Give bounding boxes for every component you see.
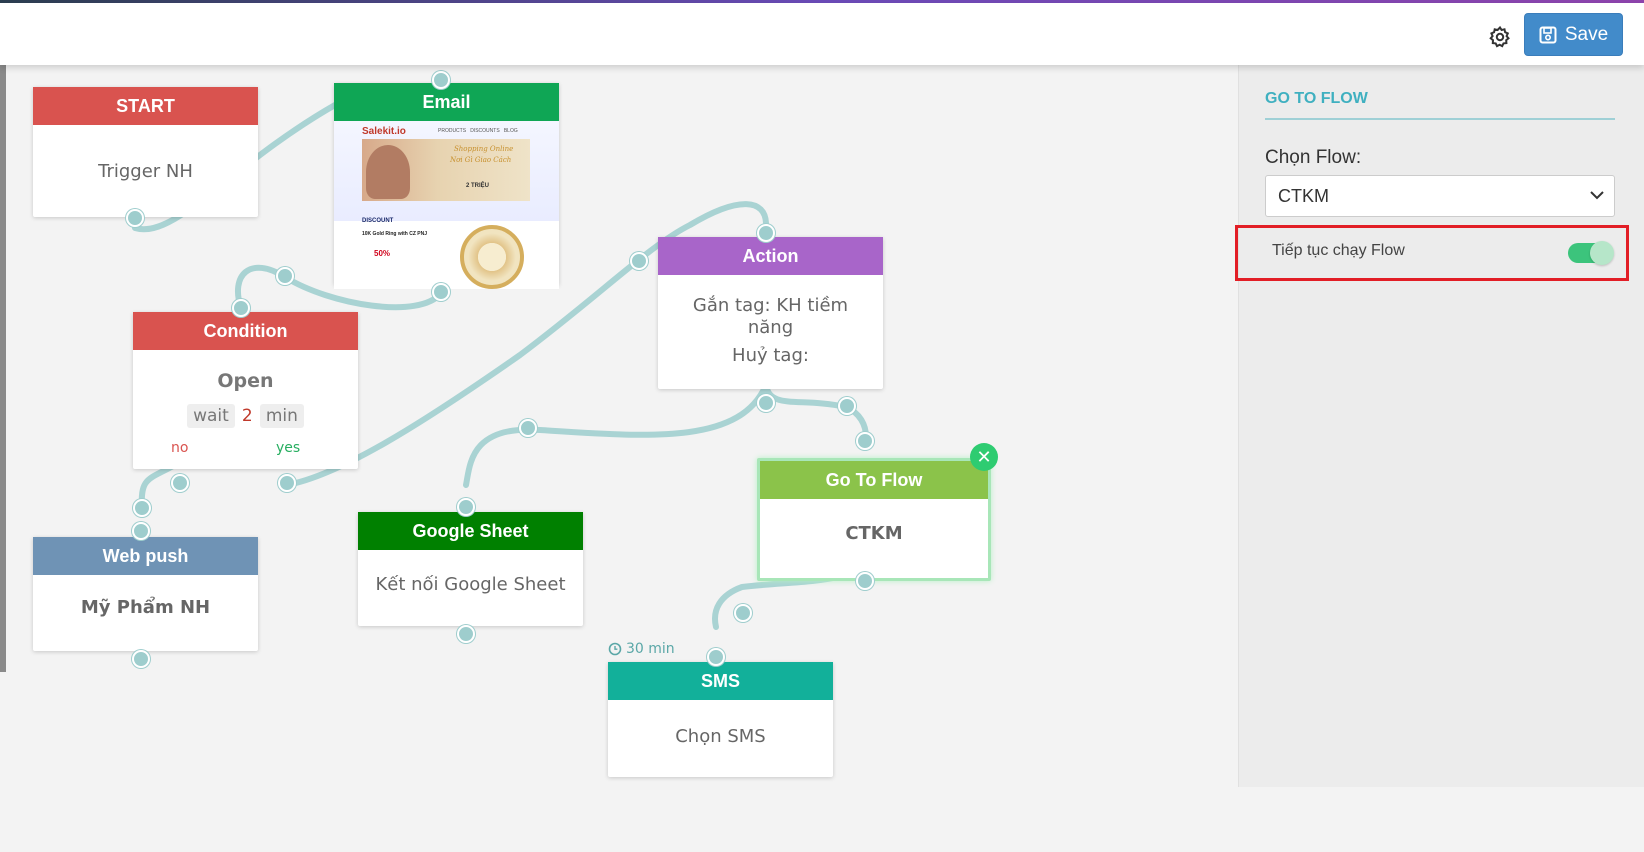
wire-midpoint-handle[interactable] (630, 252, 648, 270)
save-label: Save (1564, 23, 1609, 45)
start-output-port[interactable] (126, 209, 144, 227)
flow-select-label: Chọn Flow: (1265, 147, 1362, 168)
panel-divider (1265, 118, 1615, 120)
email-percent: 50% (374, 249, 391, 258)
continue-flow-row: Tiếp tục chạy Flow (1235, 225, 1629, 281)
gsheet-node-body: Kết nối Google Sheet (375, 574, 566, 595)
save-button[interactable]: Save (1524, 13, 1623, 56)
gotoflow-output-port[interactable] (856, 572, 874, 590)
sms-node[interactable]: SMS Chọn SMS (608, 662, 833, 777)
toggle-knob (1590, 241, 1614, 265)
start-node[interactable]: START Trigger NH (33, 87, 258, 217)
continue-flow-label: Tiếp tục chạy Flow (1272, 242, 1405, 259)
email-banner: Shopping Online Nơi Gì Giao Cách 2 TRIỆU (362, 139, 530, 201)
email-menu: PRODUCTS DISCOUNTS BLOG (438, 128, 518, 134)
condition-no-port[interactable] (171, 474, 189, 492)
condition-node-body: Open (217, 370, 274, 392)
email-input-port[interactable] (432, 71, 450, 89)
email-preview: Salekit.io PRODUCTS DISCOUNTS BLOG Shopp… (334, 121, 559, 289)
wait-unit-chip: min (259, 404, 304, 428)
email-node-header: Email (334, 83, 559, 121)
condition-yes-label: yes (276, 440, 301, 456)
email-brand: Salekit.io (362, 126, 406, 137)
start-node-body: Trigger NH (98, 161, 193, 182)
wire-midpoint-handle[interactable] (734, 604, 752, 622)
flow-select[interactable]: CTKM (1265, 175, 1615, 217)
condition-yes-port[interactable] (278, 474, 296, 492)
webpush-node-body: Mỹ Phẩm NH (80, 597, 211, 618)
wire-midpoint-handle[interactable] (276, 267, 294, 285)
properties-panel: GO TO FLOW Chọn Flow: CTKM Tiếp tục chạy… (1235, 65, 1644, 787)
gotoflow-node-body: CTKM (845, 523, 903, 544)
action-node-header: Action (658, 237, 883, 275)
wire-midpoint-handle[interactable] (133, 499, 151, 517)
sms-timer: 30 min (608, 641, 675, 657)
flow-select-value: CTKM (1278, 185, 1329, 206)
gsheet-node-header: Google Sheet (358, 512, 583, 550)
email-output-port[interactable] (432, 283, 450, 301)
gotoflow-node-header: Go To Flow (760, 461, 988, 499)
email-product: 10K Gold Ring with CZ PNJ (362, 231, 428, 237)
action-tag-line: Gắn tag: KH tiềm năng (692, 295, 849, 338)
webpush-node[interactable]: Web push Mỹ Phẩm NH (33, 537, 258, 651)
gotoflow-node[interactable]: Go To Flow CTKM (757, 458, 991, 581)
chevron-down-icon (1590, 191, 1604, 200)
email-ring-image (460, 225, 524, 289)
webpush-input-port[interactable] (132, 522, 150, 540)
email-node[interactable]: Email Salekit.io PRODUCTS DISCOUNTS BLOG… (334, 83, 559, 289)
sms-input-port[interactable] (707, 648, 725, 666)
continue-flow-toggle[interactable] (1568, 241, 1614, 265)
floppy-disk-icon (1539, 26, 1557, 43)
wait-chip: wait (187, 404, 235, 428)
wire-midpoint-handle[interactable] (519, 419, 537, 437)
action-input-port[interactable] (757, 224, 775, 242)
action-output-port[interactable] (757, 394, 775, 412)
left-scroll-strip[interactable] (0, 65, 6, 672)
panel-title: GO TO FLOW (1265, 90, 1368, 107)
action-node[interactable]: Action Gắn tag: KH tiềm năng Huỷ tag: (658, 237, 883, 389)
top-accent-bar (0, 0, 1644, 3)
webpush-output-port[interactable] (132, 650, 150, 668)
condition-no-label: no (171, 440, 189, 456)
wait-value[interactable]: 2 (241, 406, 253, 426)
gsheet-node[interactable]: Google Sheet Kết nối Google Sheet (358, 512, 583, 626)
start-node-header: START (33, 87, 258, 125)
wire-midpoint-handle[interactable] (838, 397, 856, 415)
gsheet-output-port[interactable] (457, 625, 475, 643)
gear-icon[interactable] (1488, 25, 1512, 49)
condition-node-header: Condition (133, 312, 358, 350)
sms-node-header: SMS (608, 662, 833, 700)
condition-input-port[interactable] (232, 299, 250, 317)
gsheet-input-port[interactable] (457, 498, 475, 516)
webpush-node-header: Web push (33, 537, 258, 575)
email-discount-title: DISCOUNT (362, 218, 394, 224)
sms-node-body: Chọn SMS (675, 726, 766, 747)
condition-node[interactable]: Condition Open wait 2 min no yes (133, 312, 358, 469)
gotoflow-input-port[interactable] (856, 432, 874, 450)
toolbar: Save (0, 3, 1644, 65)
flow-canvas[interactable]: START Trigger NH Email Salekit.io PRODUC… (0, 65, 1238, 787)
clock-icon (608, 642, 622, 656)
action-untag-line: Huỷ tag: (732, 345, 809, 366)
close-icon[interactable]: ✕ (970, 443, 998, 471)
